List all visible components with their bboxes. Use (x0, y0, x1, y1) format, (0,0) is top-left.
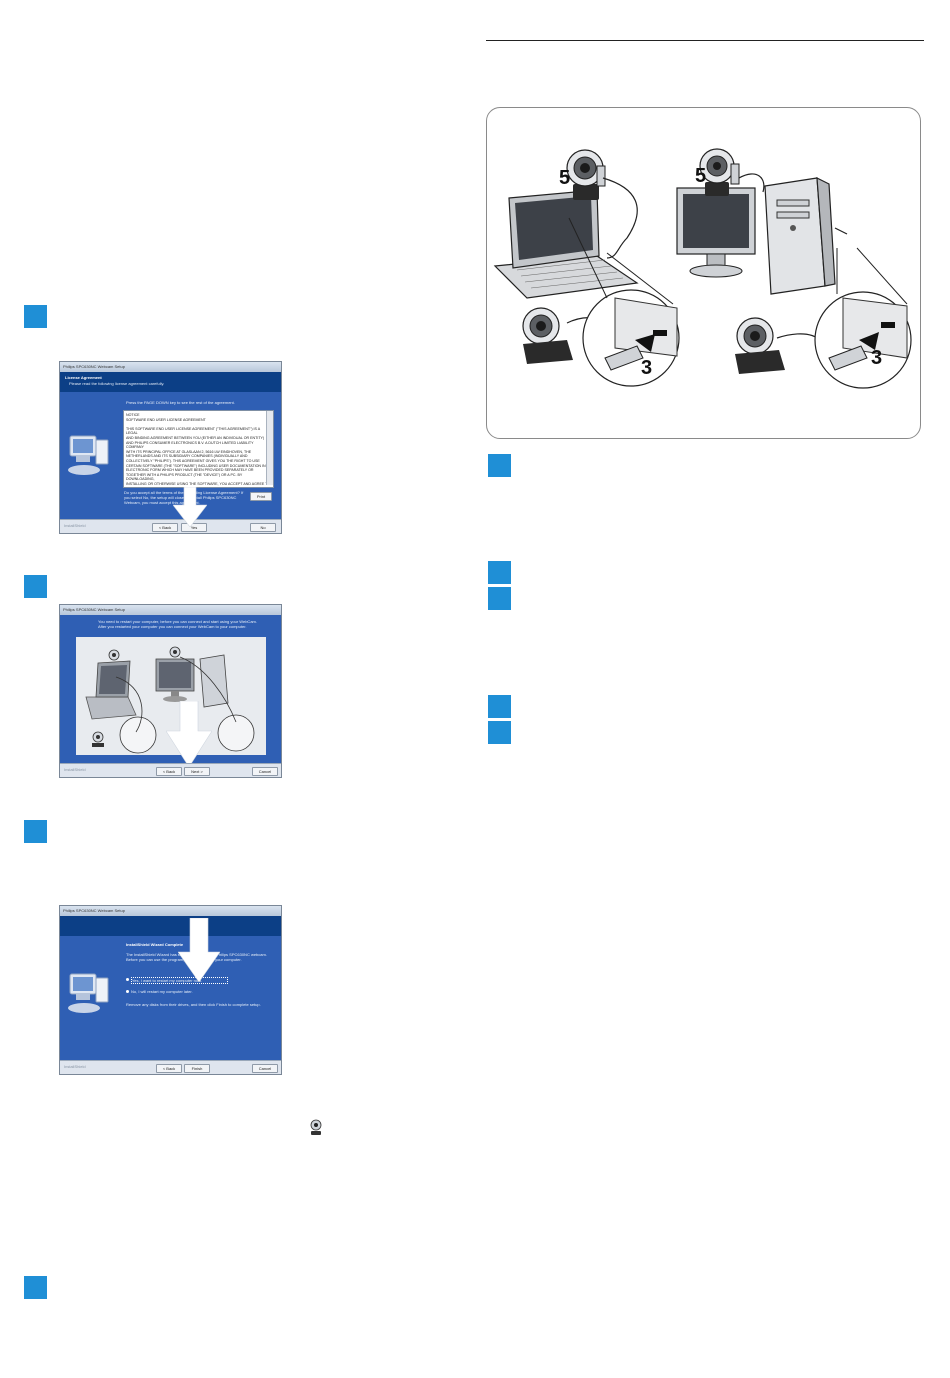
license-text-box[interactable]: NOTICE SOFTWARE END USER LICENSE AGREEME… (123, 410, 274, 488)
laptop (493, 189, 639, 299)
dialog-header (60, 916, 281, 936)
step-number-attach: 5 (695, 165, 706, 187)
next-button[interactable]: Next > (184, 767, 210, 776)
usb-port-zoom (814, 247, 912, 389)
arrow-down-icon (173, 487, 207, 527)
remove-disks-note: Remove any disks from their drives, and … (126, 1002, 261, 1007)
connection-diagram: 5 5 (486, 107, 921, 439)
connect-instruction: You need to restart your computer, befor… (98, 619, 257, 629)
dialog-title: Philips SPC630NC Webcam Setup (60, 362, 281, 372)
step-marker (24, 305, 47, 328)
restart-later-radio[interactable] (126, 990, 129, 993)
step-marker (488, 561, 511, 584)
monitor (676, 187, 756, 278)
accept-question: Do you accept all the terms of the prece… (124, 490, 244, 505)
dialog-footer: InstallShield < Back Finish Cancel (60, 1060, 281, 1074)
cancel-button[interactable]: Cancel (252, 1064, 278, 1073)
webcam-on-laptop (566, 149, 606, 200)
connection-illustration: 5 5 (493, 148, 912, 389)
finish-button[interactable]: Finish (184, 1064, 210, 1073)
computer-setup-icon (68, 973, 109, 1013)
webcam-standalone (735, 317, 785, 374)
restart-now-radio[interactable] (126, 978, 129, 981)
back-button[interactable]: < Back (152, 523, 178, 532)
step-marker (488, 454, 511, 477)
installshield-brand: InstallShield (64, 767, 86, 772)
webcam-on-monitor (699, 148, 740, 196)
complete-heading: InstallShield Wizard Complete (126, 942, 184, 947)
step-marker (488, 721, 511, 744)
arrow-down-icon (178, 918, 220, 982)
step-number-plug: 3 (641, 357, 652, 379)
step-marker (24, 820, 47, 843)
cancel-button[interactable]: Cancel (252, 767, 278, 776)
dialog-title: Philips SPC630NC Webcam Setup (60, 906, 281, 916)
yes-button[interactable]: Yes (181, 523, 207, 532)
dialog-title: Philips SPC630NC Webcam Setup (60, 605, 281, 615)
restart-later-label[interactable]: No, I will restart my computer later. (131, 989, 193, 994)
step-number-attach: 5 (559, 167, 570, 189)
webcam-tray-icon (310, 1119, 322, 1135)
dialog-header: License Agreement Please read the follow… (60, 372, 281, 392)
dialog-footer: InstallShield < Back Next > Cancel (60, 763, 281, 777)
step-marker (488, 695, 511, 718)
print-button[interactable]: Print (250, 492, 272, 501)
restart-now-label[interactable]: Yes, I want to restart my computer now. (131, 977, 228, 984)
installshield-brand: InstallShield (64, 1064, 86, 1069)
step-number-plug: 3 (871, 347, 882, 369)
dialog-footer: InstallShield < Back Yes No (60, 519, 281, 533)
install-complete-dialog: Philips SPC630NC Webcam Setup InstallShi… (59, 905, 282, 1075)
arrow-down-icon (166, 701, 212, 767)
license-agreement-dialog: Philips SPC630NC Webcam Setup License Ag… (59, 361, 282, 534)
connect-webcam-dialog: Philips SPC630NC Webcam Setup You need t… (59, 604, 282, 778)
back-button[interactable]: < Back (156, 767, 182, 776)
installshield-brand: InstallShield (64, 523, 86, 528)
no-button[interactable]: No (250, 523, 276, 532)
license-scrollbar[interactable] (266, 411, 273, 485)
section-rule (486, 40, 924, 41)
usb-port-zoom (568, 217, 680, 387)
pc-tower (764, 176, 836, 295)
step-marker (24, 1276, 47, 1299)
header-title: License Agreement (65, 375, 102, 380)
license-instruction: Press the PAGE DOWN key to see the rest … (126, 400, 235, 405)
step-marker (488, 587, 511, 610)
header-subtitle: Please read the following license agreem… (69, 381, 165, 386)
step-marker (24, 575, 47, 598)
back-button[interactable]: < Back (156, 1064, 182, 1073)
webcam-standalone (522, 307, 573, 364)
computer-setup-icon (68, 435, 109, 475)
